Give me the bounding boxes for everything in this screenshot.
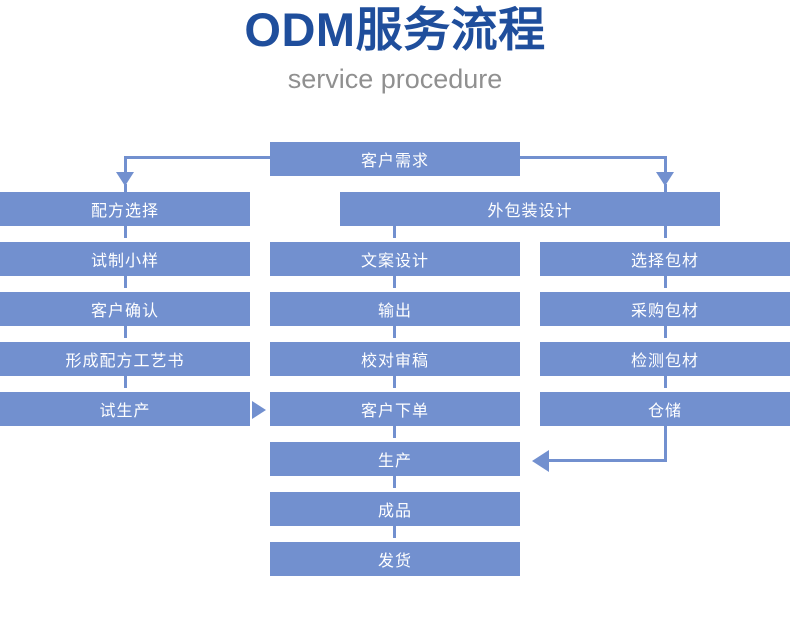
node-label: 生产 xyxy=(377,453,412,470)
node-select-packaging-material[interactable]: 选择包材 xyxy=(540,242,790,276)
node-label: 客户下单 xyxy=(360,403,429,420)
connector-warehouse-to-production-horizontal xyxy=(549,459,667,462)
connector-start-left-horizontal xyxy=(124,156,272,159)
node-copywriting-design[interactable]: 文案设计 xyxy=(270,242,520,276)
node-label: 采购包材 xyxy=(630,303,699,320)
connector-middle-4-5 xyxy=(393,426,396,438)
connector-middle-5-6 xyxy=(393,476,396,488)
connector-warehouse-down xyxy=(664,426,667,462)
connector-material-3-4 xyxy=(664,376,667,388)
node-label: 试制小样 xyxy=(90,253,159,270)
page-subtitle: service procedure xyxy=(287,64,503,94)
node-label: 试生产 xyxy=(99,403,151,420)
node-label: 仓储 xyxy=(647,403,682,420)
connector-packaging-header-to-copy xyxy=(393,226,396,238)
connector-middle-1-2 xyxy=(393,276,396,288)
connector-formula-3-4 xyxy=(124,326,127,338)
connector-start-right-horizontal xyxy=(518,156,667,159)
connector-packaging-header-to-material xyxy=(664,226,667,238)
connector-start-left-vertical xyxy=(124,156,127,178)
node-proofreading[interactable]: 校对审稿 xyxy=(270,342,520,376)
node-label: 成品 xyxy=(377,503,412,520)
header-block: ODM服务流程 service procedure xyxy=(0,0,790,95)
arrow-right-trial-to-order-icon xyxy=(252,401,266,419)
node-label: 校对审稿 xyxy=(360,353,429,370)
connector-middle-3-4 xyxy=(393,376,396,388)
connector-formula-4-5 xyxy=(124,376,127,388)
connector-middle-6-7 xyxy=(393,526,396,538)
node-packaging-design[interactable]: 外包装设计 xyxy=(340,192,720,226)
arrow-down-to-formula-icon xyxy=(116,172,134,186)
page-title: ODM服务流程 xyxy=(244,3,546,56)
node-label: 文案设计 xyxy=(360,253,429,270)
connector-formula-1-2 xyxy=(124,226,127,238)
node-production[interactable]: 生产 xyxy=(270,442,520,476)
node-trial-sample[interactable]: 试制小样 xyxy=(0,242,250,276)
node-label: 选择包材 xyxy=(630,253,699,270)
node-label: 配方选择 xyxy=(90,203,159,220)
node-finished-product[interactable]: 成品 xyxy=(270,492,520,526)
node-label: 形成配方工艺书 xyxy=(65,353,185,370)
node-formula-process-document[interactable]: 形成配方工艺书 xyxy=(0,342,250,376)
connector-material-1-2 xyxy=(664,276,667,288)
node-trial-production[interactable]: 试生产 xyxy=(0,392,250,426)
connector-formula-2-3 xyxy=(124,276,127,288)
node-label: 外包装设计 xyxy=(487,203,573,220)
node-customer-confirmation[interactable]: 客户确认 xyxy=(0,292,250,326)
node-customer-order[interactable]: 客户下单 xyxy=(270,392,520,426)
node-label: 检测包材 xyxy=(630,353,699,370)
node-warehousing[interactable]: 仓储 xyxy=(540,392,790,426)
connector-start-right-vertical xyxy=(664,156,667,178)
connector-formula-entry-stem xyxy=(124,184,127,192)
node-output[interactable]: 输出 xyxy=(270,292,520,326)
node-label: 输出 xyxy=(377,303,412,320)
node-label: 客户需求 xyxy=(360,153,429,170)
connector-middle-2-3 xyxy=(393,326,396,338)
arrow-left-to-production-icon xyxy=(532,450,549,472)
node-inspect-packaging-material[interactable]: 检测包材 xyxy=(540,342,790,376)
node-label: 发货 xyxy=(377,553,412,570)
node-label: 客户确认 xyxy=(90,303,159,320)
node-purchase-packaging-material[interactable]: 采购包材 xyxy=(540,292,790,326)
arrow-down-to-packaging-icon xyxy=(656,172,674,186)
node-shipment[interactable]: 发货 xyxy=(270,542,520,576)
connector-material-2-3 xyxy=(664,326,667,338)
node-formula-selection[interactable]: 配方选择 xyxy=(0,192,250,226)
connector-packaging-entry-stem xyxy=(664,184,667,192)
node-customer-requirement[interactable]: 客户需求 xyxy=(270,142,520,176)
